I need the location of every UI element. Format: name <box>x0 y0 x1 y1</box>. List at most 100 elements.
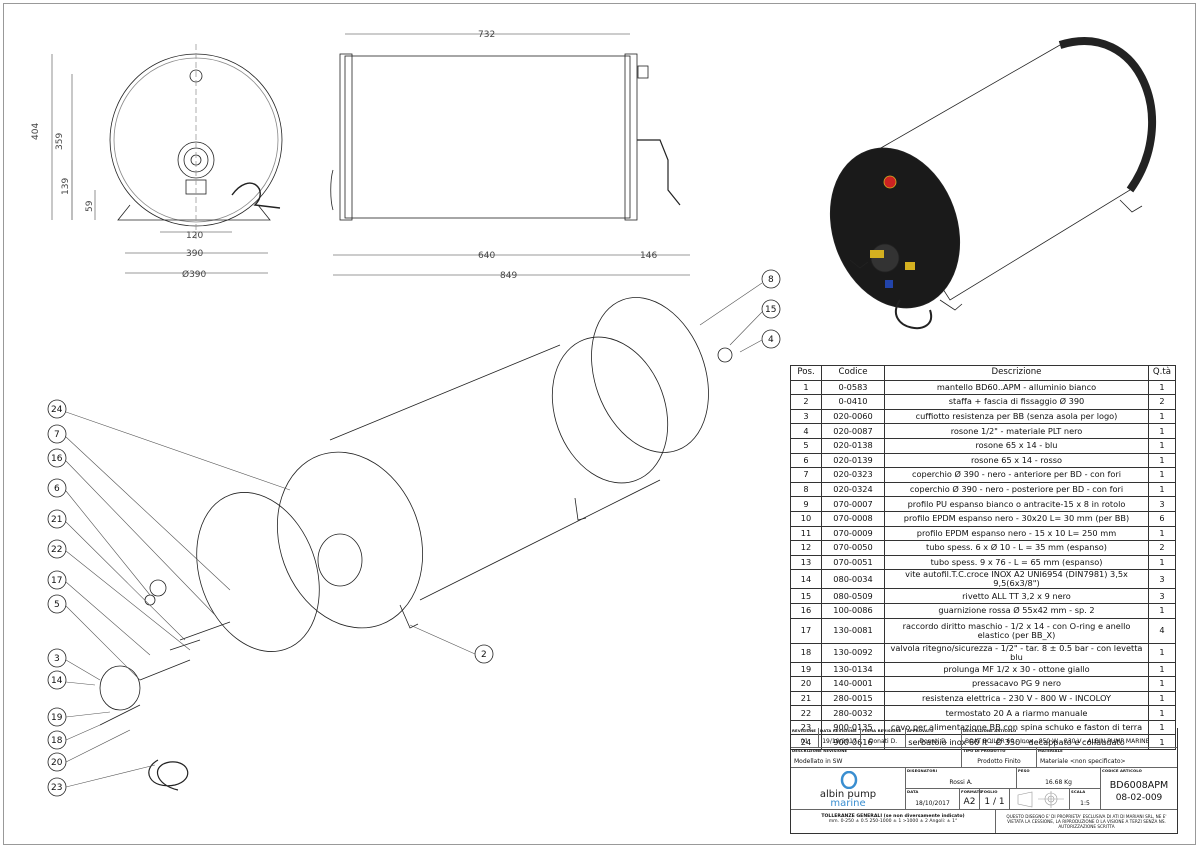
tipo-prodotto: Prodotto Finito <box>977 758 1021 765</box>
balloon-18: 18 <box>47 730 67 750</box>
bom-cell-qta: 1 <box>1148 705 1176 721</box>
front-view: 404 359 139 59 120 390 Ø390 <box>31 44 283 280</box>
header-codice: Codice <box>821 365 885 381</box>
bom-cell-pos: 6 <box>790 452 822 469</box>
bom-cell-descrizione: rivetto ALL TT 3,2 x 9 nero <box>884 588 1149 604</box>
balloon-8: 8 <box>761 269 781 289</box>
svg-text:21: 21 <box>51 515 62 525</box>
svg-text:5: 5 <box>54 600 60 610</box>
bom-cell-pos: 17 <box>790 617 822 644</box>
bom-cell-pos: 5 <box>790 437 822 454</box>
bom-cell-qta: 1 <box>1148 423 1176 439</box>
scala: 1:5 <box>1080 800 1090 807</box>
bom-cell-codice: 020-0323 <box>821 467 885 483</box>
tolleranze-valori: mm. 0-250 ± 0.5 250-1000 ± 1 >1000 ± 2 A… <box>828 819 958 824</box>
dim-404: 404 <box>31 123 41 140</box>
dim-120: 120 <box>186 231 203 241</box>
disegnatore: Rossi A. <box>949 779 973 786</box>
balloon-20: 20 <box>47 752 67 772</box>
bom-cell-qta: 1 <box>1148 661 1176 678</box>
bom-cell-pos: 3 <box>790 408 822 425</box>
bom-cell-qta: 1 <box>1148 525 1176 542</box>
bom-cell-qta: 1 <box>1148 408 1176 425</box>
dim-640: 640 <box>478 251 495 261</box>
bom-cell-pos: 13 <box>790 554 822 571</box>
bom-cell-descrizione: coperchio Ø 390 - nero - anteriore per B… <box>884 467 1149 483</box>
descrizione-articolo: BOAT BOILER 60 - Inox - 850 W - 230 V - … <box>965 738 1150 745</box>
bom-cell-codice: 020-0324 <box>821 481 885 498</box>
bom-cell-pos: 18 <box>790 642 822 663</box>
dim-139: 139 <box>61 178 71 195</box>
balloon-22: 22 <box>47 539 67 559</box>
balloon-4: 4 <box>761 329 781 349</box>
bom-cell-descrizione: resistenza elettrica - 230 V - 800 W - I… <box>884 690 1149 707</box>
drawing-frame <box>3 3 1196 845</box>
balloon-17: 17 <box>47 570 67 590</box>
bom-cell-descrizione: rosone 1/2" - materiale PLT nero <box>884 423 1149 439</box>
bom-cell-descrizione: profilo PU espanso bianco o antracite-15… <box>884 496 1149 512</box>
bom-cell-codice: 020-0060 <box>821 408 885 425</box>
bom-cell-qta: 3 <box>1148 496 1176 512</box>
balloon-21: 21 <box>47 509 67 529</box>
bom-cell-codice: 280-0032 <box>821 705 885 721</box>
bom-cell-descrizione: cuffiotto resistenza per BB (senza asola… <box>884 408 1149 425</box>
header-qta: Q.tà <box>1148 365 1176 381</box>
bom-cell-qta: 2 <box>1148 394 1176 410</box>
dim-849: 849 <box>500 271 517 281</box>
balloon-7: 7 <box>47 424 67 444</box>
balloon-23: 23 <box>47 777 67 797</box>
exploded-view <box>99 297 733 791</box>
bom-cell-pos: 4 <box>790 423 822 439</box>
bom-cell-codice: 080-0034 <box>821 569 885 590</box>
bom-cell-qta: 1 <box>1148 379 1176 396</box>
bom-cell-descrizione: tubo spess. 6 x Ø 10 - L = 35 mm (espans… <box>884 540 1149 556</box>
bom-cell-pos: 11 <box>790 525 822 542</box>
tolleranze: TOLLERANZE GENERALI (se non diversamente… <box>821 814 965 819</box>
bom-cell-codice: 130-0092 <box>821 642 885 663</box>
svg-text:3: 3 <box>54 654 60 664</box>
svg-text:2: 2 <box>481 650 487 660</box>
bom-cell-codice: 070-0050 <box>821 540 885 556</box>
bom-cell-descrizione: profilo EPDM espanso nero - 15 x 10 L= 2… <box>884 525 1149 542</box>
bom-cell-descrizione: prolunga MF 1/2 x 30 - ottone giallo <box>884 661 1149 678</box>
proprieta: QUESTO DISEGNO E' DI PROPRIETA' ESCLUSIV… <box>1006 814 1167 829</box>
dim-59: 59 <box>85 200 95 212</box>
bom-cell-qta: 1 <box>1148 452 1176 469</box>
svg-text:15: 15 <box>765 305 776 315</box>
balloon-19: 19 <box>47 707 67 727</box>
bom-cell-codice: 280-0015 <box>821 690 885 707</box>
bom-cell-pos: 14 <box>790 569 822 590</box>
dim-146: 146 <box>640 251 657 261</box>
bom-cell-pos: 12 <box>790 540 822 556</box>
approvato: Donati D. <box>919 738 948 745</box>
bom-cell-pos: 10 <box>790 510 822 527</box>
svg-text:8: 8 <box>768 275 774 285</box>
bom-cell-codice: 080-0509 <box>821 588 885 604</box>
bom-cell-qta: 1 <box>1148 437 1176 454</box>
bom-cell-qta: 1 <box>1148 481 1176 498</box>
bom-cell-qta: 2 <box>1148 540 1176 556</box>
bom-cell-codice: 070-0051 <box>821 554 885 571</box>
bom-cell-codice: 140-0001 <box>821 676 885 692</box>
bom-cell-pos: 1 <box>790 379 822 396</box>
svg-text:24: 24 <box>51 405 63 415</box>
projection-symbol-icon <box>1010 789 1070 810</box>
bom-cell-codice: 130-0081 <box>821 617 885 644</box>
bom-cell-descrizione: profilo EPDM espanso nero - 30x20 L= 30 … <box>884 510 1149 527</box>
bom-cell-qta: 1 <box>1148 554 1176 571</box>
